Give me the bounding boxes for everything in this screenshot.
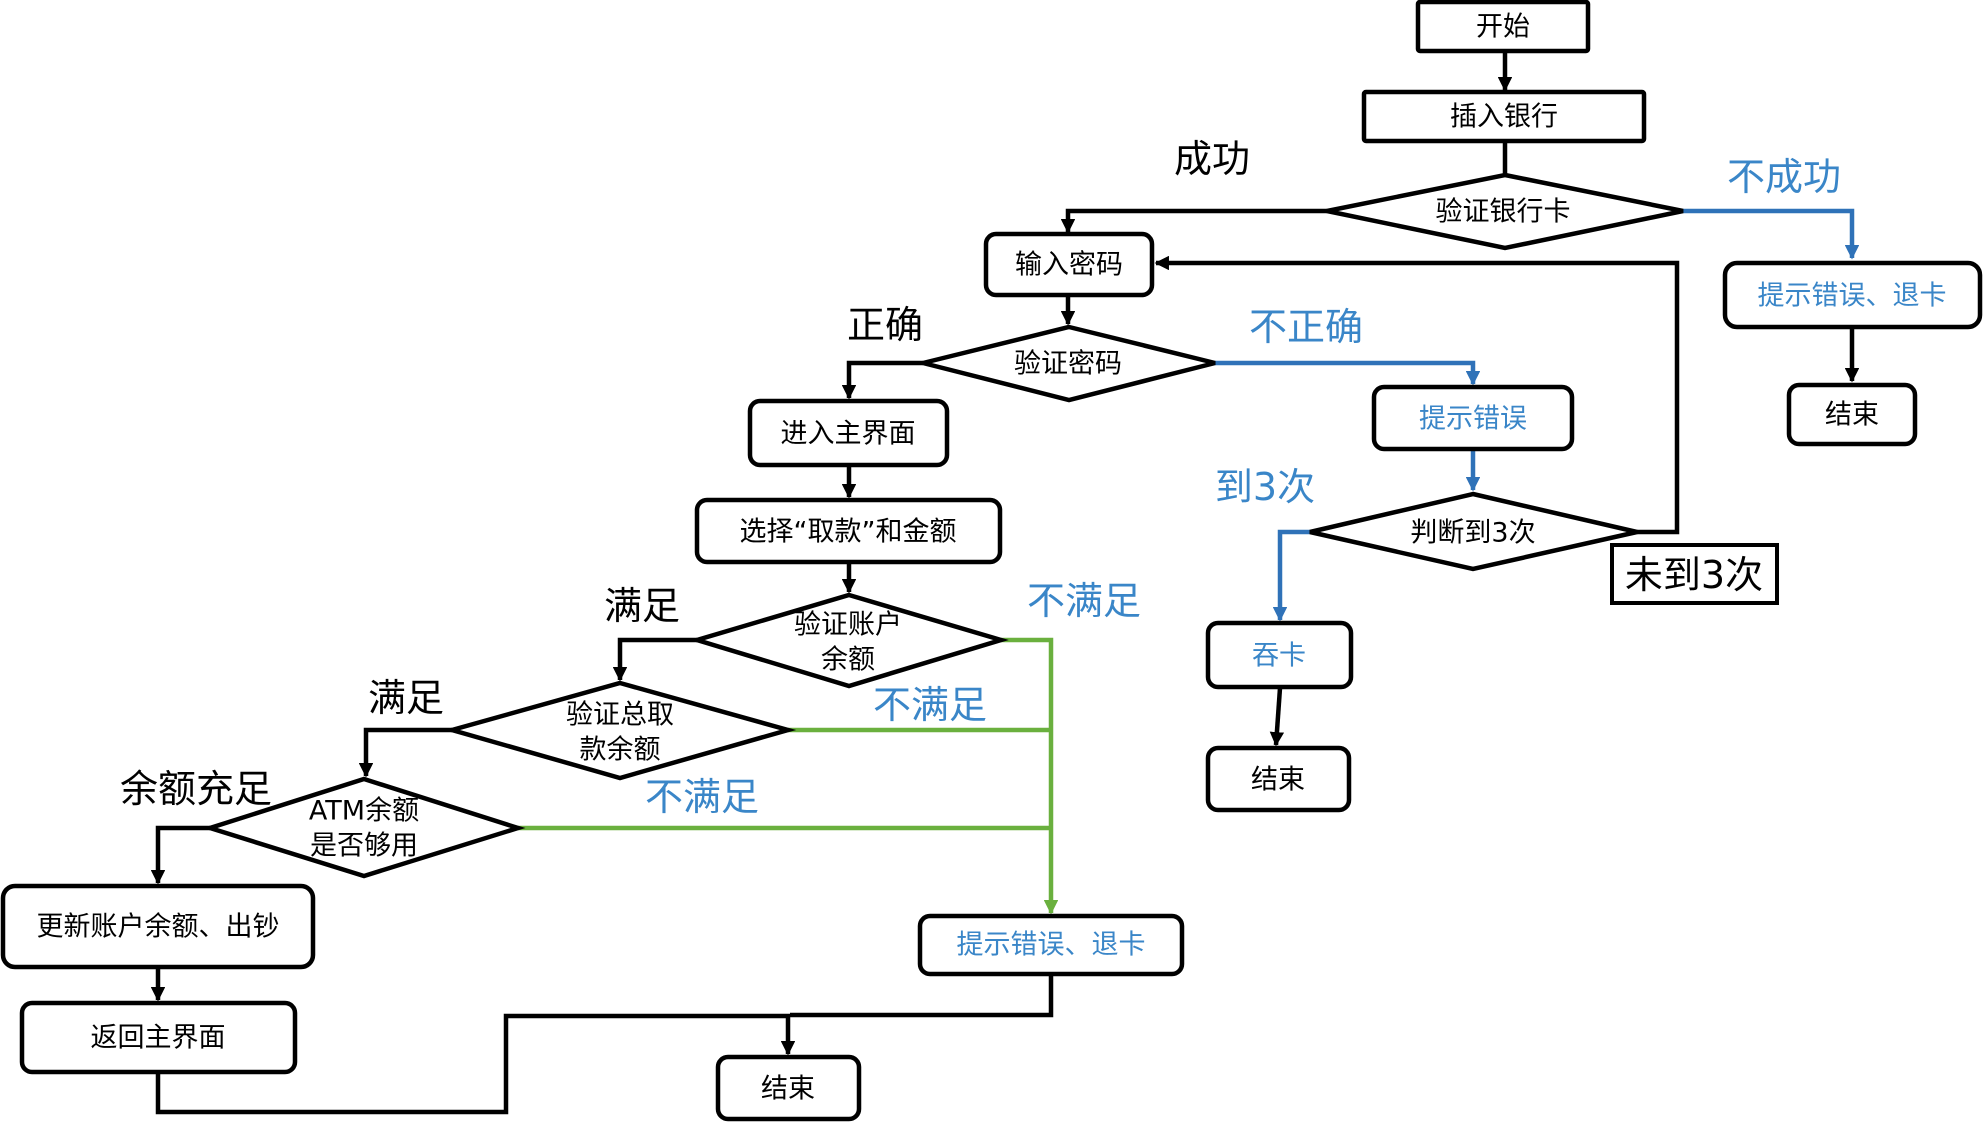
node-verify-card: 验证银行卡: [1326, 172, 1684, 251]
node-enter-pin: 输入密码: [983, 231, 1155, 298]
label-ok-atm: 余额充足: [120, 767, 272, 811]
node-check-3-times: 判断到3次: [1309, 491, 1638, 572]
node-card-error: 提示错误、退卡: [1722, 260, 1983, 330]
edge-withdraw-error-to-end: [790, 975, 1054, 1018]
node-card-error-label: 提示错误、退卡: [1758, 281, 1947, 312]
edge-balance-ok: [612, 637, 697, 682]
node-atm-cash-line1: ATM余额: [309, 796, 419, 827]
node-select-withdraw: 选择“取款”和金额: [694, 497, 1003, 565]
node-update-account-label: 更新账户余额、出钞: [37, 912, 280, 943]
edge-balance-insufficient: [1001, 637, 1059, 915]
node-end-swallow: 结束: [1205, 745, 1352, 813]
node-withdraw-error: 提示错误、退卡: [917, 913, 1185, 977]
node-check-3-times-label: 判断到3次: [1410, 518, 1535, 549]
node-atm-cash-line2: 是否够用: [310, 831, 418, 862]
node-pin-error: 提示错误: [1371, 384, 1575, 452]
node-end-final-label: 结束: [761, 1074, 815, 1105]
label-not-ok-balance: 不满足: [1027, 579, 1141, 623]
label-ok-total: 满足: [368, 676, 444, 720]
node-verify-balance-line1: 验证账户: [794, 610, 902, 641]
edge-verify-card-success: [1060, 208, 1327, 234]
label-not-ok-total: 不满足: [873, 683, 987, 727]
label-not-reached-3: 未到3次: [1625, 553, 1763, 597]
node-verify-balance: 验证账户 余额: [689, 592, 1009, 689]
node-update-account: 更新账户余额、出钞: [0, 883, 316, 970]
edge-verify-pin-incorrect: [1215, 360, 1481, 386]
label-success: 成功: [1174, 137, 1250, 181]
node-end-card-error: 结束: [1786, 382, 1918, 447]
label-incorrect: 不正确: [1249, 305, 1363, 349]
node-end-swallow-label: 结束: [1251, 765, 1305, 796]
node-insert-card-label: 插入银行: [1450, 102, 1558, 133]
edge-swallow-to-end: [1269, 687, 1285, 747]
node-verify-total-line1: 验证总取: [566, 700, 674, 731]
edge-return-to-end: [155, 1013, 796, 1115]
edges: [150, 52, 1860, 1115]
edge-check-not-reached-3: [1154, 255, 1680, 535]
node-start-label: 开始: [1476, 12, 1530, 43]
node-end-final: 结束: [715, 1054, 862, 1122]
node-select-withdraw-label: 选择“取款”和金额: [740, 517, 957, 548]
edge-atm-ok: [150, 825, 210, 885]
label-fail: 不成功: [1727, 155, 1841, 199]
node-swallow-card-label: 吞卡: [1252, 641, 1306, 672]
label-correct: 正确: [847, 303, 923, 347]
edge-verify-pin-correct: [841, 360, 923, 400]
node-atm-cash: ATM余额 是否够用: [202, 776, 526, 879]
edge-total-ok: [358, 727, 452, 778]
label-ok-balance: 满足: [604, 584, 680, 628]
node-verify-total-line2: 款余额: [580, 735, 661, 766]
node-return-main-label: 返回主界面: [91, 1023, 226, 1054]
node-verify-pin-label: 验证密码: [1014, 349, 1122, 380]
node-verify-card-label: 验证银行卡: [1436, 197, 1571, 228]
node-verify-balance-line2: 余额: [821, 645, 875, 676]
node-enter-pin-label: 输入密码: [1015, 250, 1123, 281]
node-main-screen-label: 进入主界面: [781, 419, 916, 450]
node-swallow-card: 吞卡: [1205, 620, 1354, 690]
node-verify-total: 验证总取 款余额: [443, 680, 797, 781]
node-withdraw-error-label: 提示错误、退卡: [957, 930, 1146, 961]
node-return-main: 返回主界面: [19, 1000, 298, 1075]
label-not-reached-3-box: 未到3次: [1610, 543, 1779, 605]
node-start: 开始: [1415, 0, 1591, 54]
node-pin-error-label: 提示错误: [1419, 404, 1527, 435]
node-end-card-error-label: 结束: [1825, 400, 1879, 431]
node-insert-card: 插入银行: [1361, 89, 1647, 144]
edge-verify-card-fail: [1683, 208, 1860, 260]
node-main-screen: 进入主界面: [747, 398, 950, 468]
edge-labels: 成功 不成功 正确 不正确 到3次 未到3次 满足 不满足 满足 不满足 余额充…: [120, 137, 1841, 819]
label-reached-3: 到3次: [1215, 465, 1315, 509]
edge-check-reached-3: [1272, 529, 1310, 622]
node-verify-pin: 验证密码: [922, 324, 1216, 403]
label-not-ok-atm: 不满足: [645, 775, 759, 819]
